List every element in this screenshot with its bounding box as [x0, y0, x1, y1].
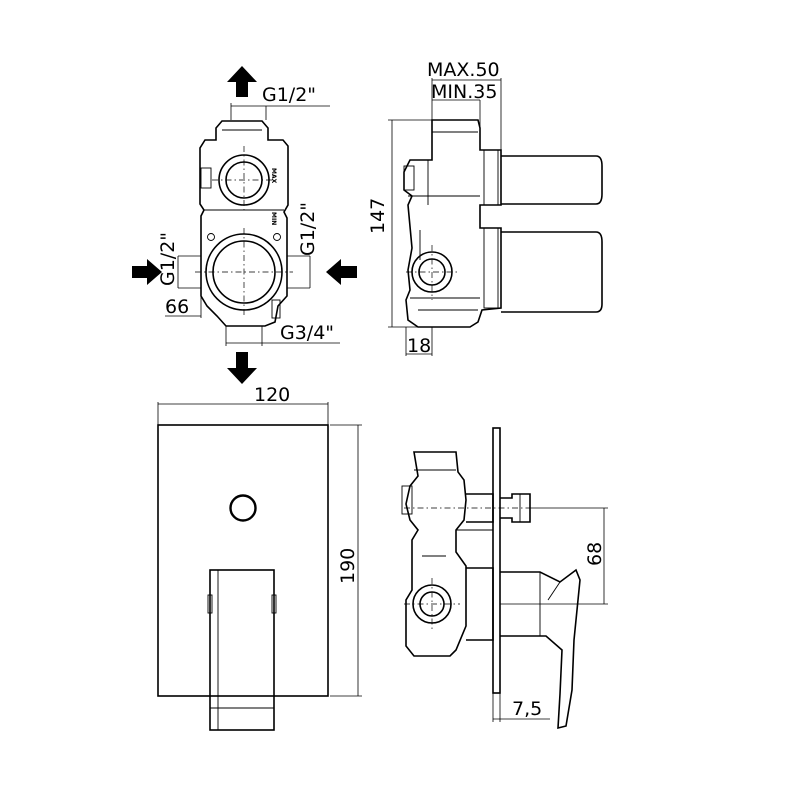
plate-width-label: 120	[254, 384, 290, 406]
inlet-left-thread-label: G1/2"	[157, 232, 179, 286]
spout-offset-label: 68	[584, 542, 606, 566]
arrow-right-icon	[132, 259, 162, 285]
inlet-spacing-label: 66	[165, 296, 189, 318]
max-marker: MAX	[270, 168, 277, 184]
wall-plate-front-view: 120 190	[157, 384, 362, 731]
diverter-button	[229, 494, 257, 522]
min-marker: MIN	[270, 212, 277, 225]
arrow-left-icon	[326, 259, 357, 285]
arrow-up-icon	[227, 66, 257, 97]
inlet-right-thread-label: G1/2"	[297, 202, 319, 256]
height-label: 147	[367, 198, 389, 234]
plate-thickness-label: 7,5	[512, 698, 542, 720]
valve-body-side-view: MAX.50 MIN.35 147 18	[367, 59, 603, 357]
arrow-down-icon	[227, 352, 257, 384]
assembled-side-view: 68 7,5	[401, 427, 608, 730]
outlet-top-thread-label: G1/2"	[262, 84, 316, 106]
depth-max-label: MAX.50	[427, 59, 500, 81]
plate-height-label: 190	[337, 548, 359, 584]
base-offset-label: 18	[407, 335, 431, 357]
depth-min-label: MIN.35	[431, 81, 497, 103]
outlet-bottom-thread-label: G3/4"	[280, 322, 334, 344]
valve-body-front-view: G1/2" MAX MIN	[132, 66, 357, 384]
